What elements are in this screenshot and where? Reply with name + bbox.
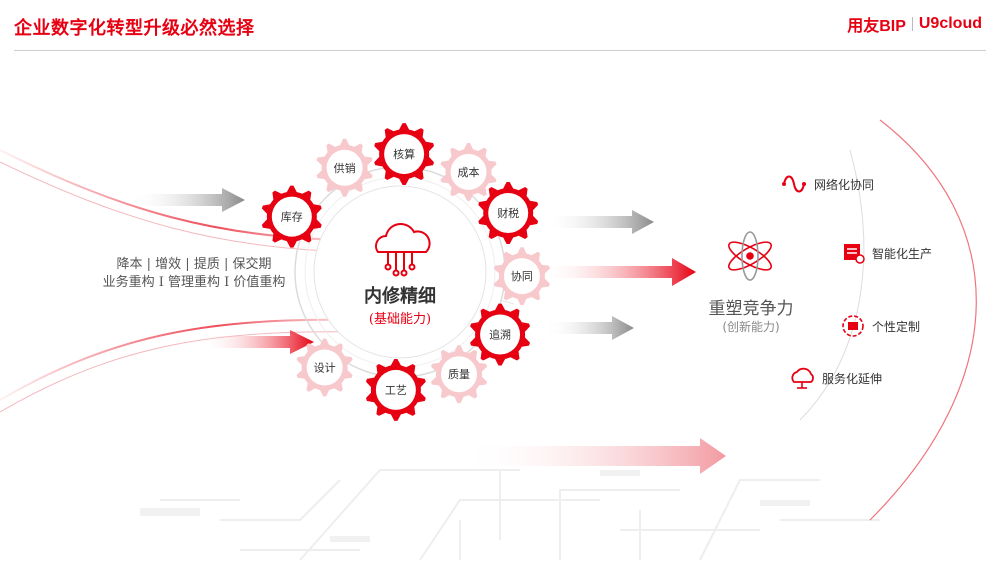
gear-hub [480, 314, 521, 355]
gear-label: 协同 [511, 269, 533, 283]
gear-7: 追溯 [470, 303, 530, 366]
capability-smart-production: 智能化生产 [842, 241, 932, 265]
header-divider [14, 50, 986, 51]
left-text-line2: 业务重构 I 管理重构 I 价值重构 [102, 275, 286, 290]
capability-customization: 个性定制 [840, 314, 920, 338]
gear-label: 供销 [334, 161, 356, 175]
smart-production-icon [844, 244, 865, 264]
left-text-line1: 降本 | 增效 | 提质 | 保交期 [116, 257, 272, 272]
gear-label: 追溯 [489, 328, 511, 342]
gear-hub [271, 196, 312, 237]
brand-logo: 用友BIP U9cloud [847, 12, 982, 36]
logo-divider [911, 17, 913, 31]
capability-label: 个性定制 [872, 319, 921, 334]
gear-label: 质量 [448, 368, 470, 381]
page-title: 企业数字化转型升级必然选择 [14, 18, 255, 39]
gear-hub [384, 134, 425, 175]
gear-hub [488, 193, 529, 233]
gear-label: 库存 [281, 210, 303, 224]
logo-yonyou-bip: 用友BIP [847, 18, 906, 35]
gear-hub [375, 369, 416, 410]
capability-label: 网络化协同 [814, 177, 875, 192]
gear-6: 协同 [493, 247, 550, 306]
capability-label: 服务化延伸 [822, 371, 883, 386]
capability-service: 服务化延伸 [788, 366, 882, 390]
gear-5: 财税 [478, 182, 539, 244]
gear-label: 工艺 [385, 384, 407, 397]
center-subtitle: (基础能力) [368, 312, 432, 327]
gear-10: 设计 [296, 338, 353, 397]
gear-label: 成本 [458, 165, 480, 179]
capability-label: 智能化生产 [872, 246, 933, 261]
gear-hub [441, 356, 477, 393]
gear-1: 库存 [261, 185, 322, 248]
gear-9: 工艺 [366, 359, 426, 421]
gear-label: 核算 [393, 147, 415, 161]
left-text-block: 降本 | 增效 | 提质 | 保交期 业务重构 I 管理重构 I 价值重构 [86, 256, 302, 292]
network-collaboration-icon [782, 175, 806, 193]
gear-2: 供销 [316, 138, 373, 197]
atom-icon [728, 231, 772, 281]
capability-network: 网络化协同 [780, 172, 874, 196]
center-title: 内修精细 [364, 286, 436, 307]
logo-u9cloud: U9cloud [918, 15, 982, 32]
right-subtitle: (创新能力) [722, 320, 780, 334]
gear-hub [306, 349, 343, 386]
gear-hub [450, 153, 487, 190]
gear-3: 核算 [374, 123, 434, 185]
gear-8: 质量 [431, 345, 487, 404]
cloud-circuit-icon [375, 222, 431, 277]
gear-hub [503, 258, 540, 295]
service-cloud-icon [791, 367, 814, 389]
right-title: 重塑竞争力 [708, 299, 794, 319]
customization-icon [842, 315, 864, 337]
gear-label: 财税 [497, 206, 519, 220]
gear-hub [326, 149, 363, 186]
gear-4: 成本 [440, 143, 497, 201]
gear-label: 设计 [314, 361, 336, 374]
